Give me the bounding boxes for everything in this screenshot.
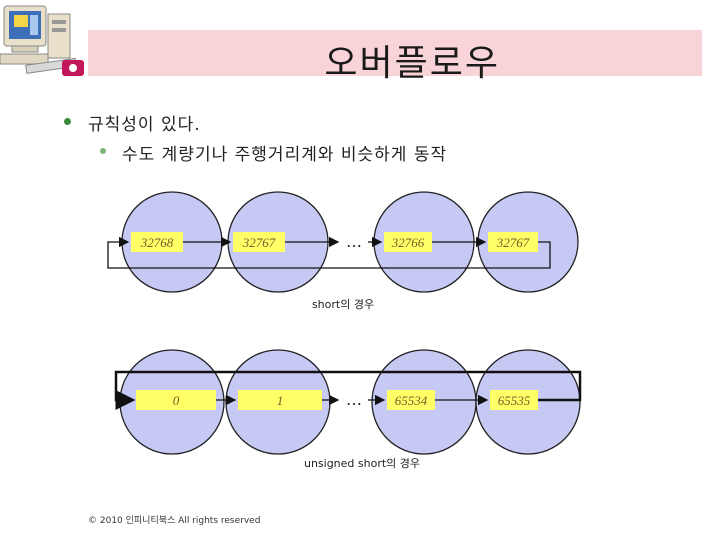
ellipsis-unsigned: … [346,390,362,409]
caption-short: short의 경우 [312,298,374,311]
cell-short-3: 32766 [391,235,425,250]
short-diagram: 32768 32767 32766 32767 … short의 경우 [108,192,578,311]
ellipsis-short: … [346,232,362,251]
caption-unsigned: unsigned short의 경우 [304,457,420,470]
unsigned-diagram: 0 1 65534 65535 … unsigned short의 경우 [116,350,580,470]
cell-short-2: 32767 [242,235,276,250]
cell-unsigned-3: 65534 [395,393,428,408]
cell-unsigned-1: 0 [173,393,180,408]
cell-short-1: 32768 [140,235,174,250]
cell-unsigned-2: 1 [277,393,284,408]
cell-short-4: 32767 [496,235,530,250]
cell-unsigned-4: 65535 [498,393,531,408]
footer-copyright: © 2010 인피니티북스 All rights reserved [88,513,260,526]
